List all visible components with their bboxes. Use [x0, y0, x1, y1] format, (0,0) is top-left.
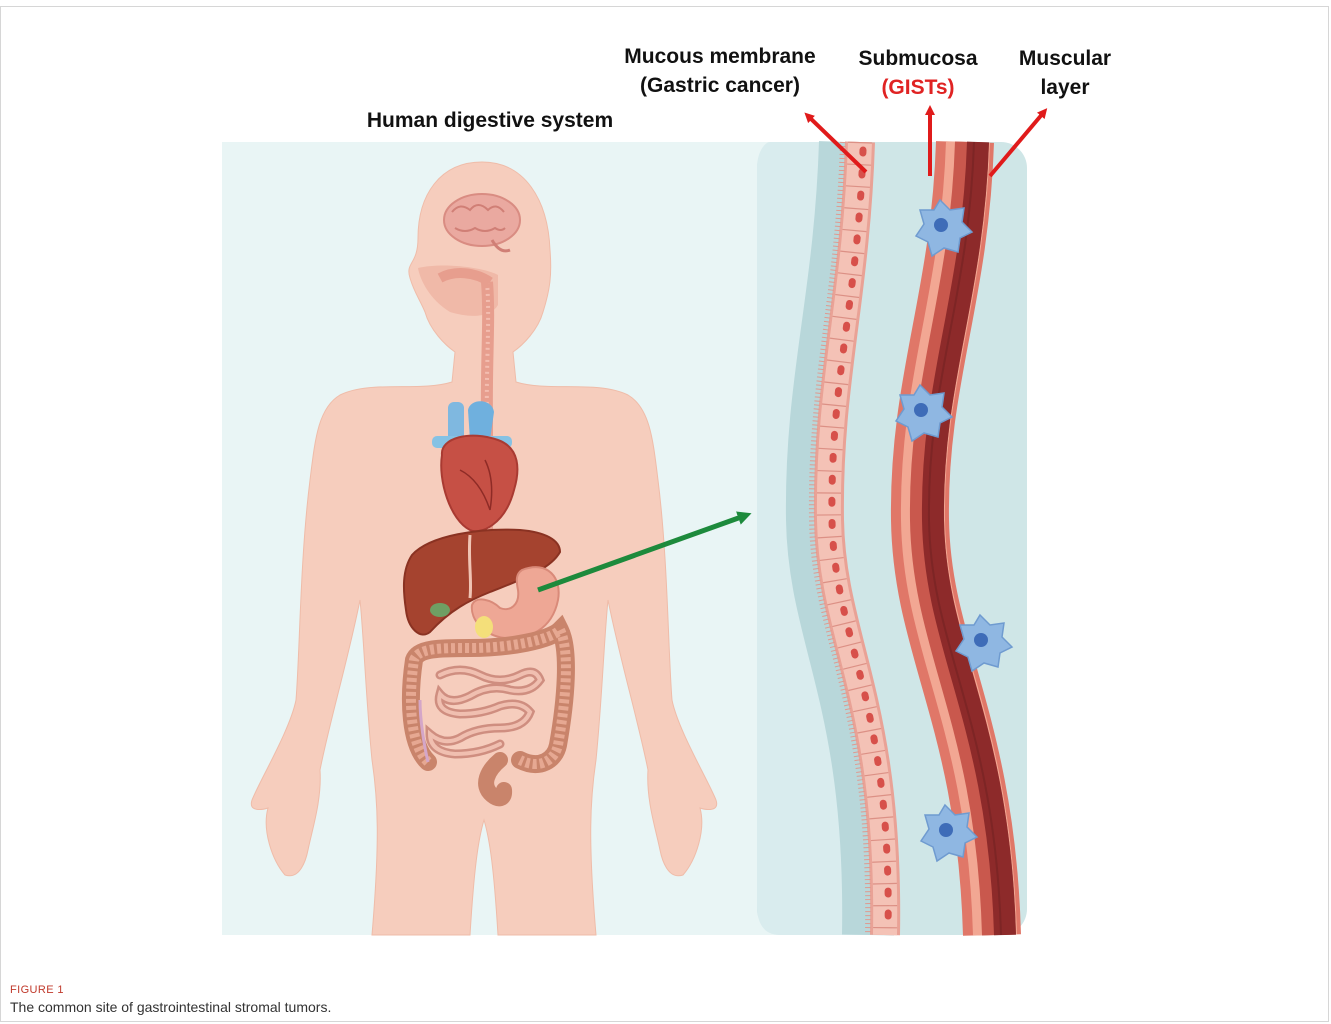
- figure-number: FIGURE 1: [10, 984, 64, 996]
- submucosa-label-line2: (GISTs): [838, 73, 998, 102]
- muscular-label-line2: layer: [995, 73, 1135, 102]
- tissue-cross-section: [757, 142, 1027, 935]
- muscular-label-line1: Muscular: [995, 44, 1135, 73]
- figure-caption: The common site of gastrointestinal stro…: [10, 999, 331, 1015]
- mucous-label-line2: (Gastric cancer): [590, 71, 850, 100]
- human-digestive-system-title: Human digestive system: [320, 107, 660, 135]
- muscular-layer-label: Muscular layer: [995, 44, 1135, 102]
- submucosa-label-line1: Submucosa: [838, 44, 998, 73]
- mucous-label-line1: Mucous membrane: [590, 42, 850, 71]
- mucous-membrane-label: Mucous membrane (Gastric cancer): [590, 42, 850, 100]
- submucosa-label: Submucosa (GISTs): [838, 44, 998, 102]
